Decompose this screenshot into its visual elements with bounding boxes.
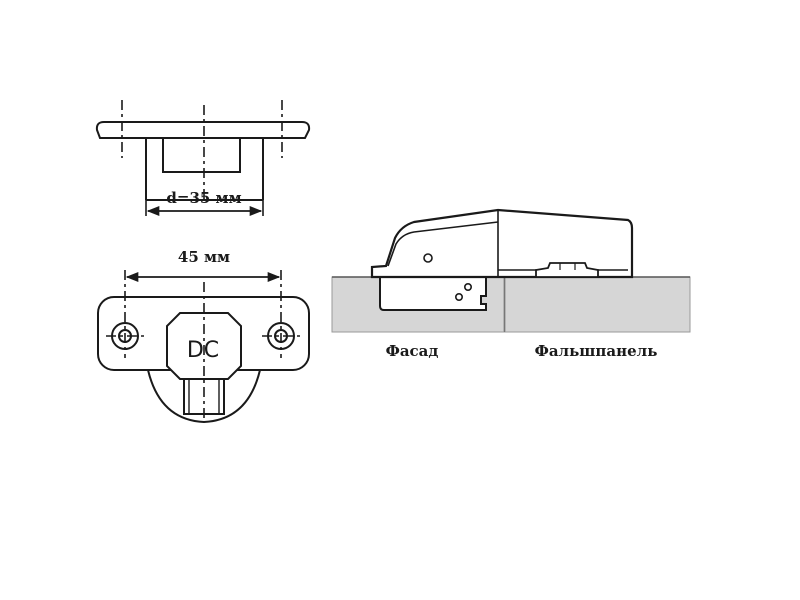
facade-label: Фасад bbox=[386, 342, 439, 360]
bottom-dimension-label: 45 мм bbox=[178, 248, 230, 266]
mount-plate bbox=[535, 262, 599, 278]
false-panel bbox=[504, 276, 691, 333]
bottom-mark-label: DC bbox=[187, 338, 219, 363]
top-cup-inner bbox=[162, 138, 241, 173]
false-panel-label: Фальшпанель bbox=[535, 342, 658, 360]
side-view bbox=[331, 208, 691, 333]
top-center-lines bbox=[121, 100, 283, 200]
top-view bbox=[95, 100, 311, 217]
bottom-center-lines bbox=[106, 270, 300, 418]
top-plate bbox=[95, 121, 311, 139]
hinge-arm bbox=[370, 208, 634, 279]
hinge-cup bbox=[379, 276, 487, 311]
top-cup bbox=[145, 138, 264, 201]
top-dimension-label: d=35 мм bbox=[166, 189, 241, 207]
